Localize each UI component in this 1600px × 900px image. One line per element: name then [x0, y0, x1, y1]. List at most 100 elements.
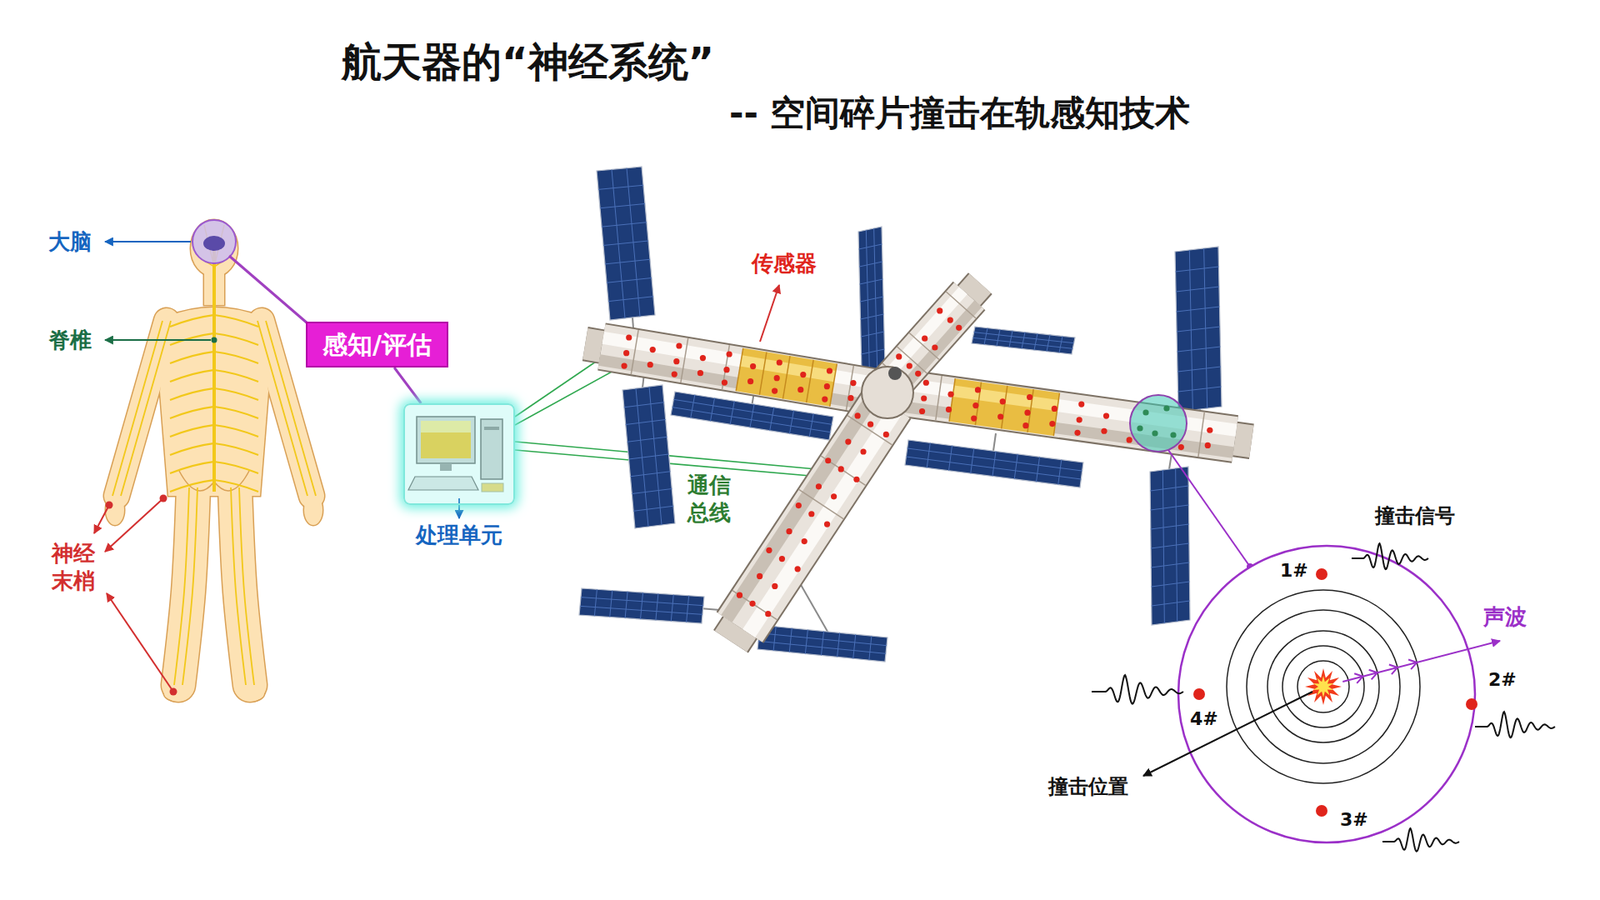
module-highlight	[749, 409, 897, 634]
panel-grid	[860, 279, 884, 285]
nerve-branch	[170, 406, 215, 419]
pointer-arrow	[106, 593, 174, 692]
sensor-dot	[1024, 410, 1030, 416]
sensor-dot	[1049, 420, 1055, 427]
nerve-branch	[170, 425, 215, 437]
sensor-dot	[975, 386, 981, 393]
module-ring	[847, 415, 892, 445]
impact-signal	[1475, 711, 1555, 738]
unit-label: 处理单元	[415, 521, 503, 550]
sensor-dot	[1051, 405, 1058, 412]
signal-label: 声波	[1483, 603, 1527, 631]
sensor-dot	[771, 388, 778, 395]
panel-grid	[1150, 505, 1190, 510]
module-shade	[726, 394, 875, 619]
callout-number: 3#	[1340, 808, 1369, 832]
panel-grid	[1176, 326, 1220, 332]
module-body	[740, 403, 888, 628]
panel-grid	[1177, 346, 1221, 352]
sensor-dot	[795, 565, 801, 572]
pointer-arrow	[105, 240, 191, 243]
panel-grid	[860, 331, 885, 337]
module-ring	[799, 489, 844, 519]
leader-line	[229, 255, 308, 324]
panel-grid	[625, 420, 666, 425]
nerve-branch	[214, 315, 259, 327]
sensor-dot	[1022, 422, 1029, 429]
wave-ring	[1267, 630, 1380, 743]
sensor-dot	[947, 316, 954, 323]
nerve-branch	[170, 388, 215, 400]
panel-grid	[670, 595, 674, 622]
panel-grid	[859, 261, 883, 267]
sensor-dot	[736, 592, 743, 599]
panel-grid	[594, 589, 597, 616]
sensor-dot	[1074, 430, 1080, 436]
nerve-line	[112, 320, 163, 496]
panel-grid	[608, 296, 654, 302]
panel-grid	[601, 222, 647, 227]
sensor-dot	[650, 346, 656, 353]
sensor-dot	[1076, 416, 1083, 423]
sensor-dot	[1163, 405, 1170, 411]
panel-grid	[805, 630, 808, 655]
impact-signal	[1351, 543, 1429, 570]
gold-rib	[1001, 385, 1008, 430]
panel-grid	[672, 407, 831, 433]
nerve-branch	[170, 351, 215, 364]
sensor-dot	[1151, 430, 1158, 436]
nerve-branch	[214, 406, 259, 419]
body-limb	[261, 320, 312, 496]
panel-grid	[1151, 581, 1190, 587]
sensor-dot	[749, 600, 755, 607]
sensor-dot	[625, 334, 632, 340]
solar-panel	[757, 625, 888, 662]
sensor-dot	[1178, 444, 1185, 450]
inset-outline	[1178, 545, 1475, 843]
sensor-dot	[779, 555, 785, 562]
body-part	[164, 685, 190, 701]
panel-grid	[580, 597, 704, 606]
part-label: 脊椎	[48, 326, 92, 355]
nerve-branch	[214, 425, 259, 437]
panel-grid	[853, 634, 856, 659]
sensor-dot	[673, 358, 680, 365]
panel-grid	[869, 635, 872, 660]
panel-grid	[633, 505, 674, 511]
solar-panel	[858, 226, 885, 372]
panel-grid	[809, 413, 814, 437]
panel-grid	[1021, 332, 1025, 350]
sensor-dot	[774, 375, 780, 381]
nerve-branch	[214, 480, 259, 492]
sensor-dot	[921, 335, 928, 342]
panel-grid	[1175, 286, 1220, 292]
sensor-dot	[756, 573, 763, 580]
panel-grid	[1178, 386, 1222, 392]
sensor-dot	[860, 448, 866, 455]
nerve-branch	[214, 443, 259, 455]
panel-grid	[1034, 333, 1038, 350]
diagram-title: 航天器的“神经系统”	[341, 36, 715, 87]
panel-grid	[861, 349, 885, 355]
module-cap	[969, 283, 980, 296]
panel-grid	[710, 398, 715, 422]
box-label: 感知/评估	[322, 330, 432, 360]
body-part	[105, 495, 125, 525]
sensor-dot	[1465, 698, 1478, 710]
panel-grid	[926, 442, 930, 468]
part-label: 神经 末梢	[51, 540, 102, 595]
module-cap	[585, 344, 602, 347]
wave-ring	[1226, 590, 1420, 784]
panel-grid	[610, 590, 613, 618]
sensor-dot	[883, 431, 890, 438]
panel-grid	[630, 471, 670, 477]
sound-wave-chevron	[1354, 673, 1363, 684]
sound-wave-chevron	[1408, 659, 1417, 670]
docking-port	[888, 366, 902, 380]
module-ring	[820, 455, 865, 485]
module-body	[887, 295, 970, 388]
module-ring	[1198, 412, 1205, 457]
zoom-line	[1168, 450, 1250, 567]
sensor-dot	[1126, 436, 1133, 443]
solar-panel	[622, 385, 675, 529]
